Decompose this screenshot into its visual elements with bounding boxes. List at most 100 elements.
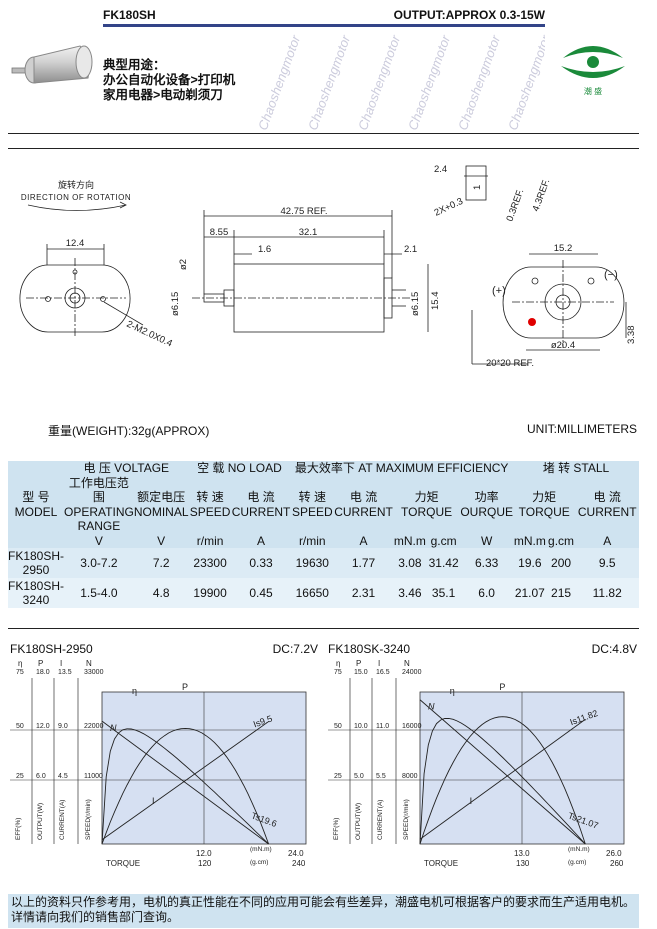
unit-label: UNIT:MILLIMETERS bbox=[526, 422, 637, 436]
rear-view: 15.2 (+) (−) ø20.4 3.38 20*20 REF. bbox=[471, 243, 637, 369]
arrowhead-icon bbox=[119, 201, 127, 209]
tick-label-i: 11.0 bbox=[376, 723, 389, 730]
header-torque2-cn: 力矩 bbox=[532, 490, 557, 504]
cell-eff-torque-g: 31.42 bbox=[426, 548, 461, 578]
watermark-text-6: Chaoshengmotor bbox=[505, 33, 545, 130]
x-axis-label: TORQUE bbox=[106, 859, 140, 868]
tick-label-n: 16000 bbox=[402, 723, 422, 730]
unit-cell: A bbox=[575, 533, 639, 548]
cell-st-torque-g: 215 bbox=[546, 578, 576, 608]
cell-model: FK180SH-3240 bbox=[8, 578, 65, 608]
cell-nominal: 4.8 bbox=[133, 578, 189, 608]
x-tick-gcm: 130 bbox=[516, 859, 530, 868]
footer-note: 以上的资料只作参考用，电机的真正性能在不同的应用可能会有些差异，潮盛电机可根据客… bbox=[8, 894, 639, 928]
table-group-row: 电 压 VOLTAGE 空 载 NO LOAD 最大效率下 AT MAXIMUM… bbox=[8, 461, 639, 476]
axis-name: OUTPUT(W) bbox=[37, 803, 44, 840]
cell-model-line2: 3240 bbox=[22, 593, 50, 607]
cell-eff-current: 2.31 bbox=[334, 578, 393, 608]
header-torque2-en: TORQUE bbox=[518, 504, 570, 519]
dim-terminal-ref-b: 4.3REF. bbox=[530, 178, 552, 214]
header-rule bbox=[103, 24, 545, 27]
cell-nl-speed: 19900 bbox=[188, 578, 232, 608]
axis-letter: P bbox=[356, 659, 361, 668]
unit-cell: V bbox=[64, 533, 134, 548]
cell-st-torque-g: 200 bbox=[546, 548, 576, 578]
cell-model-line2: 2950 bbox=[22, 563, 50, 577]
group-stall: 堵 转 STALL bbox=[512, 461, 639, 476]
x-tick-gcm: 240 bbox=[292, 859, 306, 868]
tick-label-i: 4.5 bbox=[58, 773, 68, 780]
x-tick-gcm: 260 bbox=[610, 859, 624, 868]
separator-drawing bbox=[8, 148, 639, 149]
header-speed-cn: 转 速 bbox=[196, 490, 224, 504]
speed-line bbox=[101, 720, 269, 845]
axis-letter: N bbox=[86, 659, 92, 668]
curve-label-eta: η bbox=[132, 686, 137, 696]
tick-label-i: 9.0 bbox=[58, 723, 68, 730]
header-current-cn: 电 流 bbox=[247, 490, 275, 504]
group-voltage: 电 压 VOLTAGE bbox=[64, 461, 189, 476]
cell-nl-current: 0.33 bbox=[231, 548, 291, 578]
tick-label-n: 24000 bbox=[402, 669, 422, 676]
header-range-en1: OPERATING bbox=[64, 504, 134, 519]
tick-label-n: 11000 bbox=[84, 773, 103, 780]
tick-label-p: 12.0 bbox=[36, 723, 50, 730]
tick-label-eta: 25 bbox=[334, 773, 342, 780]
dim-overall-length: 42.75 REF. bbox=[281, 206, 328, 217]
curve-label-p: P bbox=[499, 682, 505, 692]
current-line bbox=[419, 718, 586, 840]
watermark-text-3: Chaoshengmotor bbox=[355, 33, 404, 130]
speed-line bbox=[419, 699, 586, 845]
axis-letter: P bbox=[38, 659, 43, 668]
curve-label-i: I bbox=[470, 796, 473, 806]
current-line bbox=[101, 721, 269, 841]
terminal-detail: 2.4 1 0.3REF. 4.3REF. 2X+0.3 bbox=[433, 164, 553, 223]
header-speed2-cn: 转 速 bbox=[298, 490, 326, 504]
axis-letter: η bbox=[18, 659, 22, 668]
logo-text: 潮 盛 bbox=[584, 86, 602, 96]
efficiency-curve bbox=[419, 717, 586, 845]
unit-cell: A bbox=[334, 533, 393, 548]
dim-terminal-holes: 2X+0.3 bbox=[433, 196, 465, 219]
header-range-cn1: 工作电压范 bbox=[68, 475, 129, 490]
dim-shaft-length: 8.55 bbox=[210, 227, 229, 238]
dimension-drawing: 旋转方向 DIRECTION OF ROTATION 12.4 2-M2.0X0… bbox=[19, 164, 637, 369]
x-tick-gcm: 120 bbox=[198, 859, 212, 868]
tick-label-eta: 50 bbox=[334, 723, 342, 730]
axis-letter: N bbox=[404, 659, 410, 668]
cell-model: FK180SH-2950 bbox=[8, 548, 65, 578]
unit-cell: r/min bbox=[188, 533, 232, 548]
dim-thread: 2-M2.0X0.4 bbox=[125, 319, 174, 350]
footer-line1: 以上的资料只作参考用，电机的真正性能在不同的应用可能会有些差异，潮盛电机可根据客… bbox=[11, 895, 636, 909]
cell-eff-output: 6.33 bbox=[460, 548, 513, 578]
tick-label-p: 6.0 bbox=[36, 773, 46, 780]
cell-nl-current: 0.45 bbox=[231, 578, 291, 608]
header-current3-en: CURRENT bbox=[577, 504, 637, 519]
terminal-minus: (−) bbox=[604, 269, 618, 281]
header-speed-en: SPEED bbox=[189, 504, 231, 519]
unit-cell: r/min bbox=[290, 533, 335, 548]
separator-charts bbox=[8, 628, 639, 629]
table-units-row: V V r/min A r/min A mN.m g.cm W mN.m g.c… bbox=[8, 533, 639, 548]
table-row: FK180SH-2950 3.0-7.2 7.2 23300 0.33 1963… bbox=[8, 548, 639, 578]
company-logo: 潮 盛 bbox=[561, 46, 625, 96]
dim-boss-dia: ø6.15 bbox=[170, 292, 181, 316]
axis-name: SPEED(r/min) bbox=[85, 799, 92, 840]
tick-label-n: 8000 bbox=[402, 773, 418, 780]
tick-label-i: 5.5 bbox=[376, 773, 386, 780]
watermark-text-2: Chaoshengmotor bbox=[305, 33, 354, 130]
axis-name: OUTPUT(W) bbox=[355, 803, 362, 840]
cell-eff-output: 6.0 bbox=[460, 578, 513, 608]
terminal-plus: (+) bbox=[492, 285, 506, 297]
tick-label-eta: 75 bbox=[16, 669, 24, 676]
rotation-label: 旋转方向 DIRECTION OF ROTATION bbox=[21, 179, 131, 211]
weight-label: 重量(WEIGHT):32g(APPROX) bbox=[48, 424, 210, 438]
applications-line1: 办公自动化设备>打印机 bbox=[103, 73, 236, 87]
tick-label-eta: 75 bbox=[334, 669, 342, 676]
dim-boss: 1.6 bbox=[258, 244, 271, 255]
separator-top bbox=[8, 133, 639, 134]
